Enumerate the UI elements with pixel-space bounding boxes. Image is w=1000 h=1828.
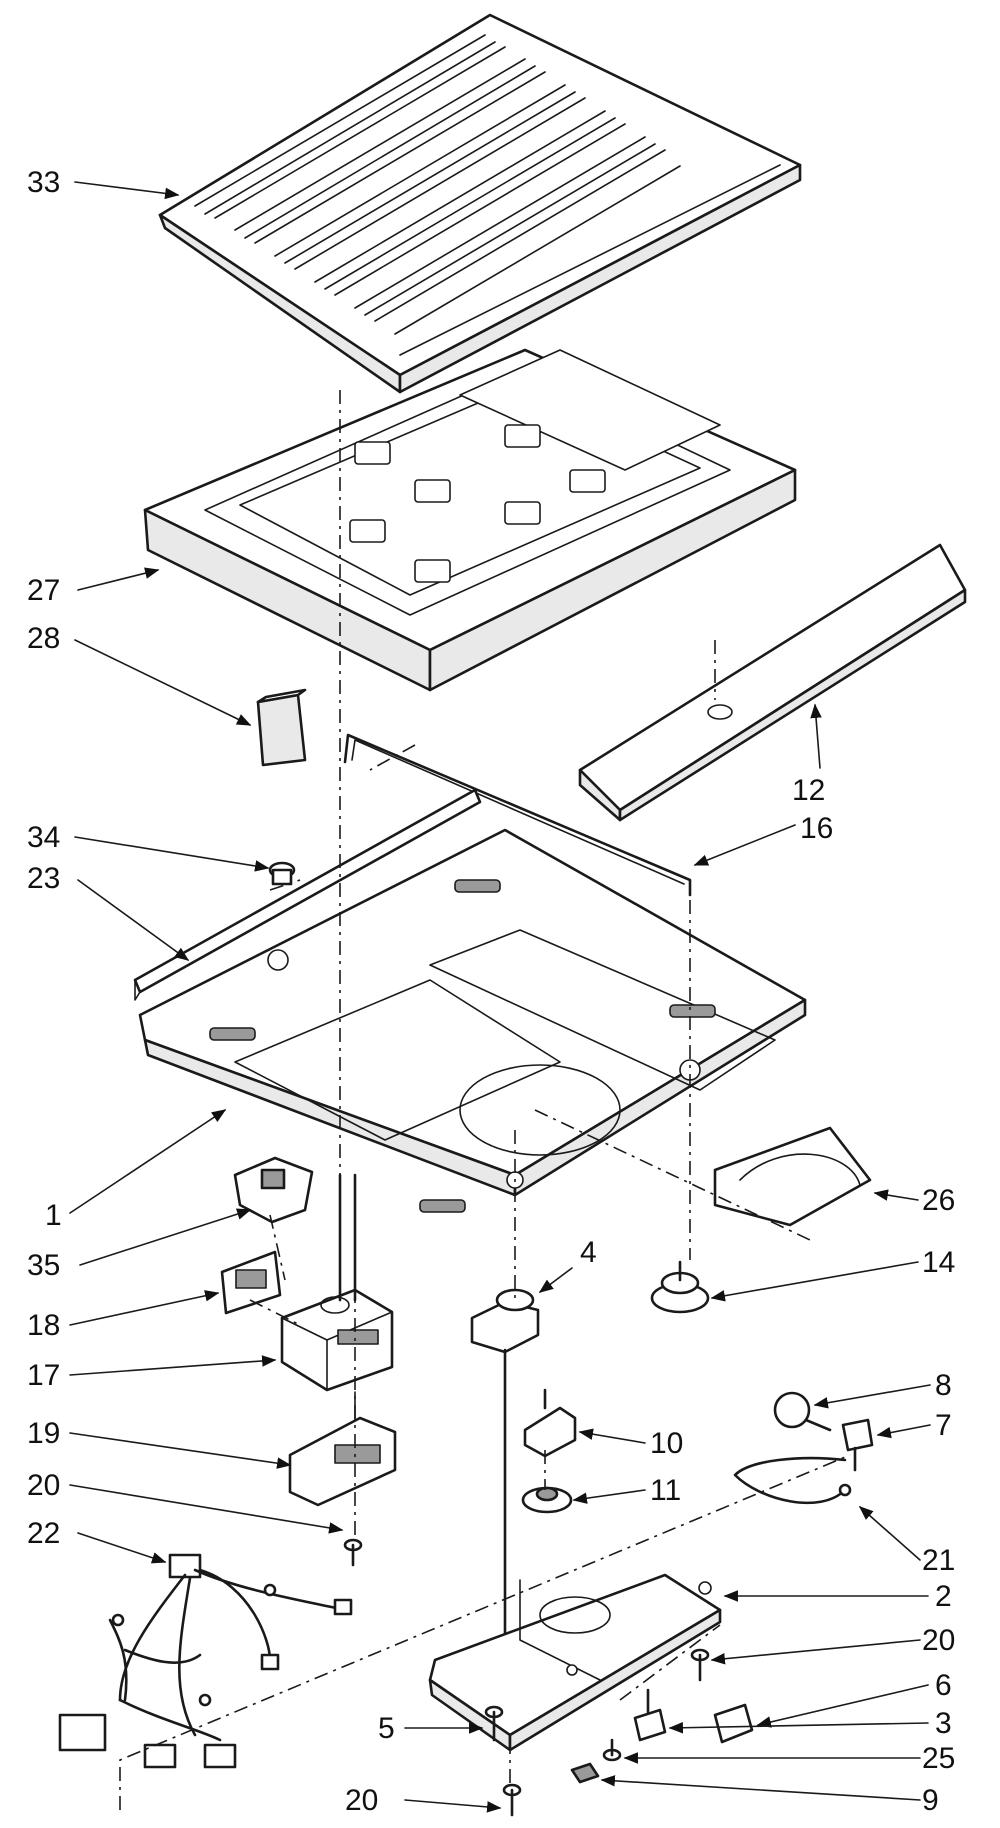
part-6-connector [713, 1703, 754, 1744]
part-11-knob [521, 1486, 573, 1514]
callout-19: 19 [27, 1417, 60, 1450]
callout-20-upper: 20 [27, 1469, 60, 1502]
callout-9: 9 [922, 1784, 939, 1817]
part-20-screw-lower [502, 1783, 522, 1817]
part-26-pad [713, 1126, 872, 1227]
part-17-control-box [280, 1173, 394, 1392]
part-8-bulb [773, 1391, 832, 1432]
part-25-screw [602, 1738, 622, 1762]
callout-16: 16 [800, 812, 833, 845]
callout-34: 34 [27, 821, 60, 854]
part-20-screw-upper [343, 1538, 363, 1567]
callout-8: 8 [935, 1369, 952, 1402]
callout-5: 5 [378, 1712, 395, 1745]
callout-20-right: 20 [922, 1624, 955, 1657]
part-22-wire-harness [58, 1553, 353, 1769]
callout-27: 27 [27, 574, 60, 607]
part-12-rail [578, 543, 967, 822]
callout-35: 35 [27, 1249, 60, 1282]
part-28-block [256, 688, 307, 767]
part-35-clip [233, 1156, 314, 1224]
part-19-switch-bracket [288, 1391, 397, 1507]
callout-3: 3 [935, 1707, 952, 1740]
part-16-wire [343, 733, 692, 897]
part-18-plate [220, 1250, 282, 1315]
part-5-screw [484, 1705, 504, 1742]
part-1-base-pan [138, 828, 807, 1213]
callout-6: 6 [935, 1669, 952, 1702]
callout-labels: 33 27 28 12 16 34 23 1 26 35 4 14 18 17 … [27, 166, 955, 1817]
callout-18: 18 [27, 1309, 60, 1342]
leader-lines [69, 181, 931, 1813]
callout-20-lower: 20 [345, 1784, 378, 1817]
part-21-wire [733, 1456, 852, 1505]
callout-14: 14 [922, 1246, 955, 1279]
part-27-frame [143, 348, 797, 692]
part-23-strip [133, 788, 482, 1001]
callout-2: 2 [935, 1580, 952, 1613]
part-9-washer [570, 1762, 600, 1784]
callout-7: 7 [935, 1409, 952, 1442]
callout-4: 4 [580, 1236, 597, 1269]
assembly-lines [119, 390, 851, 1810]
callout-12: 12 [792, 774, 825, 807]
callout-11: 11 [650, 1474, 681, 1507]
part-20-screw-right [690, 1648, 710, 1682]
part-14-knob [650, 1260, 710, 1314]
part-7-socket [841, 1418, 874, 1472]
part-2-housing [428, 1573, 722, 1752]
callout-1: 1 [45, 1199, 62, 1232]
part-33-grille [158, 13, 802, 394]
callout-23: 23 [27, 862, 60, 895]
part-10-thermostat [523, 1388, 577, 1458]
callout-28: 28 [27, 622, 60, 655]
callout-22: 22 [27, 1517, 60, 1550]
part-3-connector [633, 1688, 667, 1742]
callout-33: 33 [27, 166, 60, 199]
callout-21: 21 [922, 1544, 955, 1577]
callout-10: 10 [650, 1427, 683, 1460]
callout-26: 26 [922, 1184, 955, 1217]
callout-25: 25 [922, 1742, 955, 1775]
part-34-grommet [268, 861, 296, 886]
callout-17: 17 [27, 1359, 60, 1392]
